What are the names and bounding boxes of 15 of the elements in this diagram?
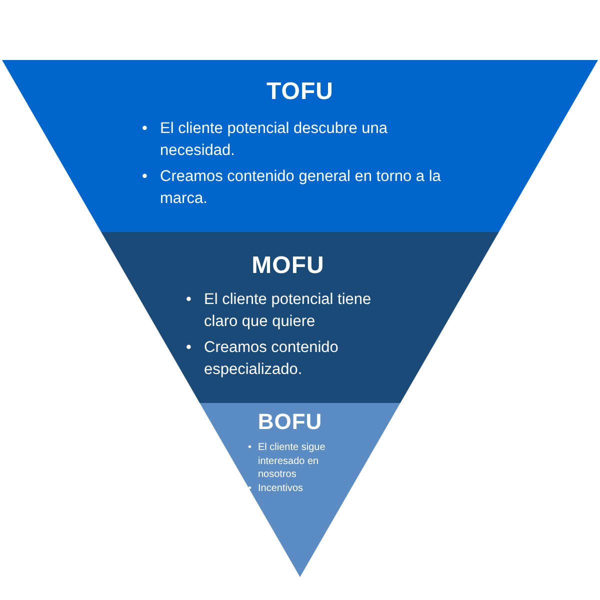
stage-heading: TOFU (266, 78, 334, 106)
bullet-marker: • (248, 441, 253, 454)
bullet-text: Creamos contenido general en torno a la marca. (160, 166, 442, 210)
stage-heading: MOFU (252, 252, 324, 280)
bullet-text: Incentivos (258, 482, 304, 495)
bullet-text: El cliente potencial descubre una necesidad. (160, 119, 388, 162)
bullet-marker: • (142, 119, 148, 139)
bullet-marker: • (248, 482, 253, 495)
stage-heading: BOFU (258, 409, 322, 435)
bullet-marker: • (186, 338, 192, 358)
bullet-text: El cliente sigue interesado en nosotros (258, 441, 326, 482)
bullet-marker: • (186, 290, 192, 310)
bullet-text: Creamos contenido especializado. (204, 338, 340, 380)
bullet-text: El cliente potencial tiene claro que quiere (204, 290, 372, 332)
bullet-marker: • (142, 166, 148, 187)
